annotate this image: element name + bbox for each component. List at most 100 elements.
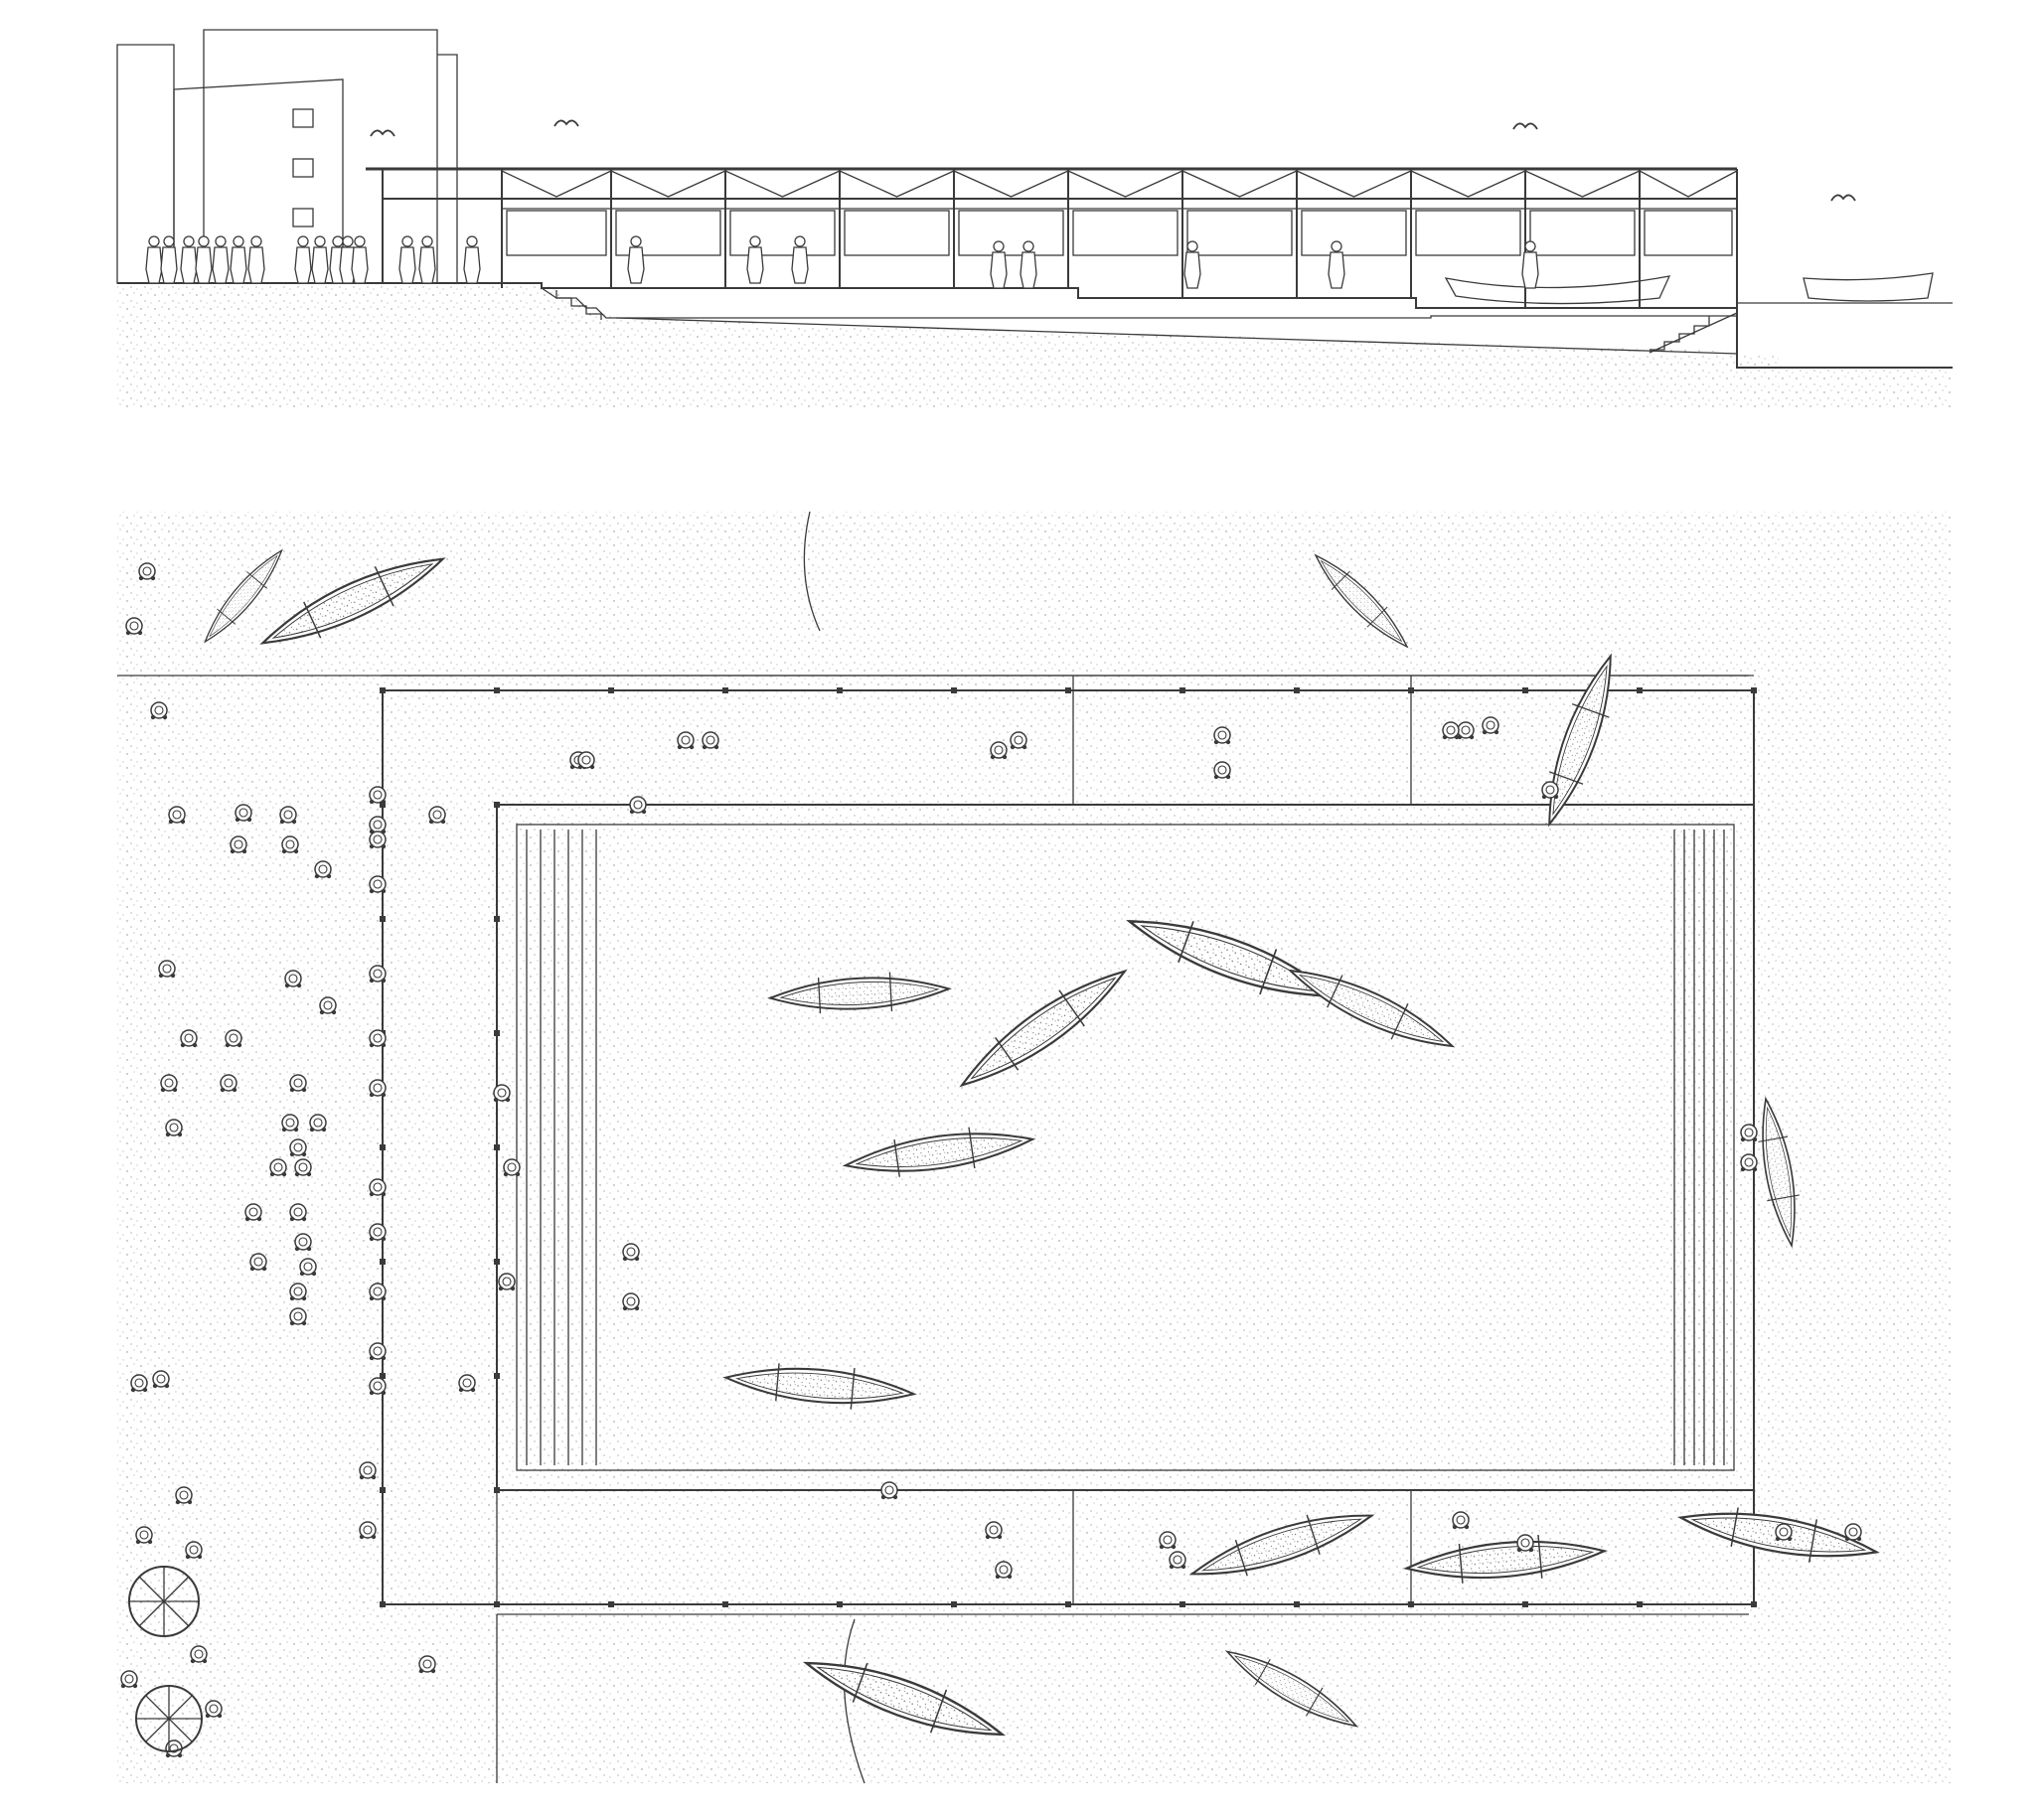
column-marker: [1637, 687, 1643, 693]
canopy-shade: [958, 210, 1064, 256]
person-figure: [311, 235, 329, 284]
umbrella-rib: [138, 1576, 165, 1602]
person-top-view: [622, 1243, 640, 1262]
person-figure: [195, 235, 213, 284]
person-figure: [294, 235, 312, 284]
person-figure: [746, 235, 764, 284]
person-top-view: [990, 741, 1008, 760]
person-top-view: [369, 831, 387, 849]
person-top-view: [369, 786, 387, 805]
person-top-view: [1442, 721, 1460, 740]
person-top-view: [1213, 761, 1231, 780]
person-top-view: [677, 731, 695, 750]
column-marker: [1522, 1601, 1528, 1607]
column-marker: [1751, 1601, 1757, 1607]
column-marker: [380, 1144, 386, 1150]
column-marker: [380, 916, 386, 922]
person-top-view: [138, 562, 156, 581]
person-top-view: [702, 731, 719, 750]
person-top-view: [1213, 726, 1231, 745]
person-top-view: [629, 796, 647, 815]
canopy-shade: [1644, 210, 1733, 256]
person-top-view: [1844, 1523, 1862, 1542]
column-marker: [608, 687, 614, 693]
person-top-view: [1159, 1531, 1177, 1550]
column-marker: [494, 802, 500, 808]
person-top-view: [369, 1283, 387, 1301]
truss-brace: [610, 170, 726, 198]
person-top-view: [1775, 1523, 1793, 1542]
canopy-shade: [844, 210, 950, 256]
person-top-view: [190, 1645, 208, 1664]
person-figure: [1020, 240, 1037, 289]
person-figure: [418, 235, 436, 284]
person-top-view: [1169, 1551, 1186, 1570]
column-marker: [494, 1601, 500, 1607]
column-marker: [380, 1373, 386, 1379]
person-figure: [145, 235, 163, 284]
truss-brace: [724, 170, 841, 198]
person-top-view: [284, 970, 302, 988]
truss-brace: [501, 170, 612, 198]
umbrella-rib: [145, 1695, 170, 1720]
canopy-structure: [366, 167, 1738, 308]
person-top-view: [880, 1481, 898, 1500]
person-top-view: [493, 1084, 511, 1103]
person-top-view: [281, 835, 299, 854]
column-marker: [1179, 687, 1185, 693]
person-top-view: [503, 1158, 521, 1177]
column-marker: [380, 1487, 386, 1493]
person-figure: [627, 235, 645, 284]
person-top-view: [369, 1178, 387, 1197]
person-top-view: [135, 1526, 153, 1545]
person-top-view: [369, 1342, 387, 1361]
person-top-view: [369, 965, 387, 983]
column-marker: [1408, 687, 1414, 693]
person-top-view: [279, 806, 297, 825]
person-top-view: [995, 1561, 1013, 1580]
person-top-view: [1541, 781, 1559, 800]
canopy-shade: [506, 210, 607, 256]
column-marker: [494, 1373, 500, 1379]
person-top-view: [150, 701, 168, 720]
person-top-view: [369, 1223, 387, 1242]
person-top-view: [289, 1074, 307, 1093]
section-view: [116, 29, 1953, 407]
person-top-view: [359, 1461, 377, 1480]
column-marker: [1751, 687, 1757, 693]
section-ground-lines: [117, 282, 1953, 369]
column-marker: [837, 1601, 843, 1607]
person-top-view: [577, 751, 595, 770]
person-top-view: [281, 1114, 299, 1133]
truss-brace: [1296, 170, 1412, 198]
truss-brace: [953, 170, 1069, 198]
person-figure: [398, 235, 416, 284]
person-top-view: [369, 1029, 387, 1048]
person-top-view: [158, 960, 176, 979]
person-top-view: [130, 1374, 148, 1393]
plan-view: [117, 511, 1951, 1784]
column-marker: [380, 1259, 386, 1265]
person-top-view: [249, 1253, 267, 1272]
columns: [380, 687, 1757, 1607]
column-marker: [1065, 687, 1071, 693]
umbrella-rib: [145, 1718, 170, 1742]
umbrella-rib: [168, 1718, 193, 1742]
person-figure: [212, 235, 230, 284]
person-top-view: [289, 1283, 307, 1301]
column-marker: [494, 1259, 500, 1265]
person-top-view: [205, 1700, 223, 1719]
canopy-shade: [1415, 210, 1521, 256]
column-marker: [380, 802, 386, 808]
person-top-view: [622, 1292, 640, 1311]
umbrella-rib: [163, 1576, 190, 1602]
person-top-view: [175, 1486, 193, 1505]
person-top-view: [458, 1374, 476, 1393]
person-top-view: [125, 617, 143, 636]
person-top-view: [1740, 1153, 1758, 1172]
person-top-view: [498, 1273, 516, 1291]
section-boats: [1444, 272, 1934, 305]
person-top-view: [1516, 1534, 1534, 1553]
canopy-shade: [615, 210, 721, 256]
